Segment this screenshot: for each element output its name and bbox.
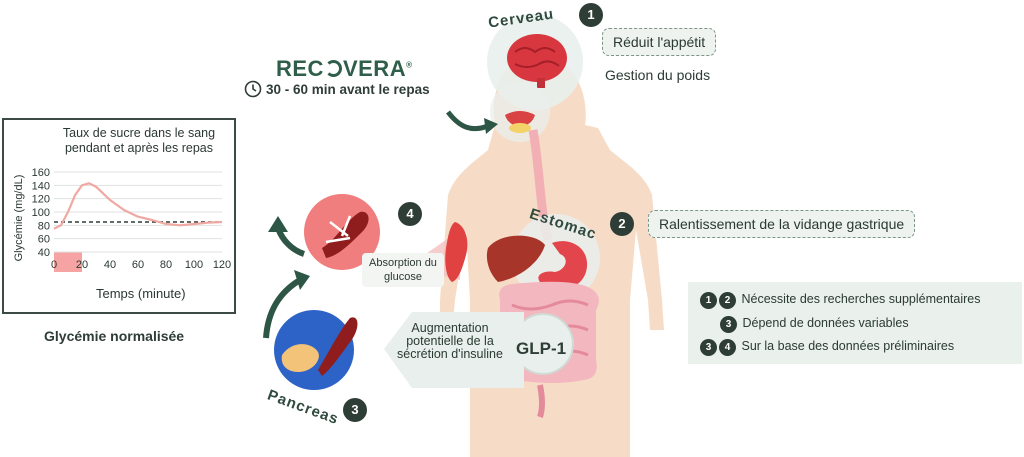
liver-icon: [486, 235, 545, 282]
y-tick-label: 60: [38, 234, 50, 246]
meal-highlight-bar: [54, 252, 82, 272]
note-badge: 1: [700, 292, 717, 309]
chart-caption: Glycémie normalisée: [44, 328, 185, 344]
y-tick-label: 80: [38, 220, 50, 232]
effect-poids: Gestion du poids: [605, 67, 711, 83]
chart-xlabel: Temps (minute): [96, 286, 186, 301]
note-badge: 3: [720, 316, 737, 333]
x-tick-label: 100: [185, 259, 203, 271]
y-tick-label: 140: [32, 180, 50, 192]
brain-icon: [507, 34, 567, 88]
note-row-2: 3 Dépend de données variables: [720, 316, 909, 333]
note-text: Nécessite des recherches supplémentaires: [741, 292, 981, 306]
x-tick-label: 80: [160, 259, 172, 271]
effect-insuline: Augmentation potentielle de la sécrétion…: [397, 321, 503, 361]
recovera-logo: REC VERA®: [276, 56, 412, 82]
glycemia-curve: [53, 182, 223, 230]
muscle-icon: [445, 222, 468, 282]
logo-registered: ®: [406, 60, 413, 70]
x-tick-label: 120: [213, 259, 231, 271]
logo-text-post: VERA: [342, 56, 407, 81]
x-tick-label: 60: [132, 259, 144, 271]
badge-3: 3: [343, 398, 367, 422]
y-tick-label: 160: [32, 167, 50, 179]
note-text: Dépend de données variables: [742, 316, 909, 330]
note-badge: 3: [700, 339, 717, 356]
x-tick-label: 20: [76, 259, 88, 271]
badge-2: 2: [610, 212, 634, 236]
x-tick-label: 0: [51, 259, 57, 271]
note-badge: 4: [719, 339, 736, 356]
x-tick-label: 40: [104, 259, 116, 271]
chart-ylabel: Glycémie (mg/dL): [13, 174, 25, 262]
timing-text: 30 - 60 min avant le repas: [266, 82, 430, 97]
chart-title: Taux de sucre dans le sang pendant et ap…: [62, 126, 216, 155]
stomach-icon: [538, 241, 588, 290]
y-tick-label: 100: [32, 207, 50, 219]
clock-icon: [244, 80, 262, 98]
y-tick-label: 40: [38, 247, 50, 259]
badge-1: 1: [579, 3, 603, 27]
note-badge: 2: [719, 292, 736, 309]
note-text: Sur la base des données préliminaires: [741, 339, 955, 353]
glp1-label: GLP-1: [516, 339, 567, 358]
logo-text-pre: REC: [276, 56, 324, 81]
effect-appetit: Réduit l'appétit: [602, 28, 717, 56]
arrow-to-brain: [446, 110, 489, 132]
effect-glucose: Absorption du glucose: [362, 253, 444, 287]
insulin-arrow-shape: [384, 312, 524, 388]
arrow-pancreas-to-muscle: [263, 277, 302, 339]
y-tick-label: 120: [32, 194, 50, 206]
badge-4: 4: [398, 202, 422, 226]
insulin-label-box: Augmentation potentielle de la sécrétion…: [384, 308, 524, 390]
effect-vidange: Ralentissement de la vidange gastrique: [648, 210, 916, 238]
logo-o-mark: [324, 60, 342, 77]
